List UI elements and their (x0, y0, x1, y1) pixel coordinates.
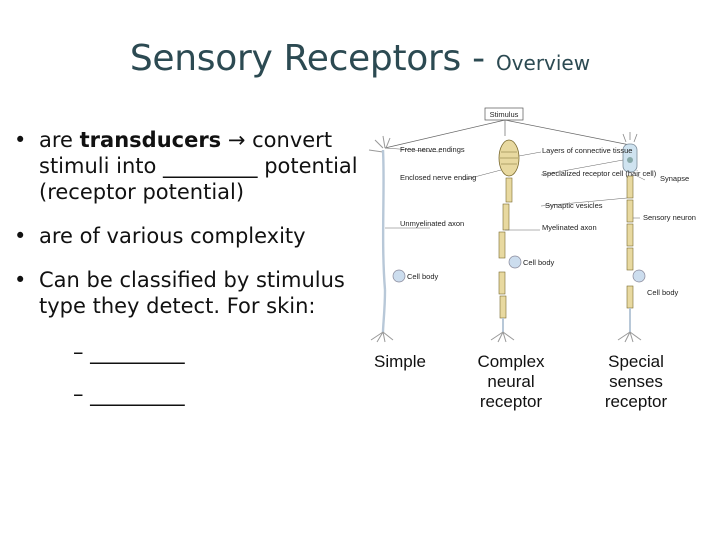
complex-receptor-neuron (490, 139, 522, 343)
label-synaptic-vesicles: Synaptic vesicles (545, 201, 603, 210)
slide-title: Sensory Receptors - Overview (0, 38, 720, 79)
label-cell-body-2: Cell body (523, 258, 555, 267)
label-enclosed: Enclosed nerve ending (400, 173, 476, 182)
bullet-2-text: are of various complexity (39, 224, 306, 248)
label-sensory-neuron: Sensory neuron (643, 213, 696, 222)
bullet-transducers: • are transducers → convert stimuli into… (14, 127, 359, 205)
label-free-nerve: Free nerve endings (400, 145, 465, 154)
special-senses-neuron (617, 132, 646, 343)
bullet-complexity: • are of various complexity (14, 223, 359, 249)
bullet-3-text: Can be classified by stimulus type they … (39, 268, 345, 318)
caption-complex: Complex neural receptor (477, 352, 545, 411)
label-cell-body-3: Cell body (647, 288, 679, 297)
bullet-dot: • (14, 128, 27, 152)
bullet-dot: • (14, 224, 27, 248)
bullet-1-bold: transducers (79, 128, 222, 152)
bullet-1-suffix: → convert stimuli into _________ potenti… (39, 128, 358, 204)
dash-item-2: – _________ (73, 382, 185, 406)
bullet-1-prefix: are (39, 128, 80, 152)
free-nerve-neuron (368, 135, 406, 343)
caption-simple: Simple (374, 352, 426, 371)
label-layers: Layers of connective tissue (542, 146, 632, 155)
bullet-classified: • Can be classified by stimulus type the… (14, 267, 359, 407)
title-sub: Overview (495, 51, 591, 75)
label-stimulus: Stimulus (490, 110, 519, 119)
label-cell-body-1: Cell body (407, 272, 439, 281)
label-synapse: Synapse (660, 174, 689, 183)
dash-item-1: – _________ (73, 340, 185, 364)
label-myelinated: Myelinated axon (542, 223, 597, 232)
caption-special: Special senses receptor (604, 352, 668, 411)
receptor-diagram: Stimulus (355, 100, 715, 430)
label-unmyelinated: Unmyelinated axon (400, 219, 464, 228)
title-main: Sensory Receptors - (129, 38, 496, 79)
bullet-dot: • (14, 268, 27, 292)
label-specialized: Specialized receptor cell (hair cell) (542, 169, 657, 178)
bullet-list: • are transducers → convert stimuli into… (14, 127, 359, 425)
